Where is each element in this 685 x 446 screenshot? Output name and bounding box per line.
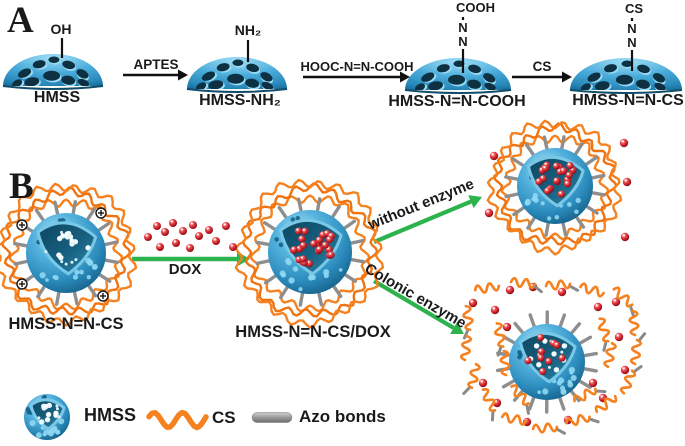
arrow1-label-aptes: APTES [133, 57, 179, 72]
cs-fragment [481, 388, 497, 422]
cs-fragment [531, 422, 567, 435]
cs-fragment [544, 279, 580, 292]
cs-fragment [509, 276, 543, 294]
cs-fragment [473, 282, 501, 294]
dome4-stack-n2: N [627, 35, 637, 50]
cs-fragment [494, 322, 506, 357]
dox-molecules [144, 219, 237, 252]
cs-fragment [579, 282, 605, 298]
cs-fragments [459, 276, 647, 435]
legend-azo-bonds-label: Azo bonds [299, 407, 386, 426]
panel-a-label: A [7, 0, 34, 41]
dome4-name: HMSS-N=N-CS [572, 92, 684, 109]
left-particle-name: HMSS-N=N-CS [8, 315, 124, 333]
cs-fragment [462, 304, 474, 340]
hmss-dome [186, 57, 288, 93]
dome2-group-nh2: NH₂ [234, 22, 262, 38]
dome3-name: HMSS-N=N-COOH [388, 93, 526, 110]
loaded-particle-name: HMSS-N=N-CS/DOX [235, 323, 391, 341]
hmss-dome [569, 58, 683, 94]
cs-fragment [597, 317, 611, 352]
aptes-arrow [123, 69, 188, 81]
without-enzyme-arrow [373, 195, 482, 244]
cs-fragment [573, 387, 607, 403]
legend-cs-label: CS [212, 408, 236, 427]
dome3-stack-cooh: COOH [456, 0, 495, 15]
legend-hmss-sphere [24, 394, 70, 440]
dome4-stack-n1: N [627, 21, 637, 36]
cs-fragment [603, 341, 617, 369]
dome3-stack-n1: N [458, 20, 468, 35]
hmss-dome [2, 54, 104, 90]
arrow2-label-hooc: HOOC-N=N-COOH [300, 59, 414, 74]
particle-hmss-cs [0, 182, 138, 327]
dome2-name: HMSS-NH₂ [199, 92, 281, 109]
particle-intact-without-enzyme [486, 119, 623, 256]
dome4-stack-cs: CS [625, 1, 644, 16]
cs-fragment [510, 384, 530, 415]
colonic-enzyme-arrow [372, 279, 464, 334]
arrow3-label-cs: CS [532, 59, 552, 74]
legend [24, 394, 293, 440]
particle-hmss-cs-dox [234, 178, 385, 329]
plus-charge-icon [95, 207, 107, 219]
panel-b-label: B [9, 166, 34, 207]
cs-fragment [565, 414, 600, 426]
dome1-group-oh: OH [50, 21, 72, 37]
cs-fragment [594, 394, 618, 414]
dox-arrow-label: DOX [168, 261, 202, 278]
cs-fragment [459, 334, 473, 362]
cs-fragment [628, 309, 640, 337]
cs-fragment [629, 332, 647, 366]
plus-charge-icon [97, 290, 109, 302]
legend-azo-rod-icon [251, 412, 293, 423]
dome3-stack-n2: N [458, 34, 468, 49]
legend-cs-squiggle-icon [146, 409, 209, 431]
cs-fragment [619, 365, 643, 395]
azo-linker-arrow [303, 71, 410, 83]
cs-fragment [500, 412, 528, 426]
hmss-dome [404, 58, 512, 94]
plus-charge-icon [16, 219, 28, 231]
cs-fragment [462, 362, 481, 395]
particle-degraded-colonic-enzyme [496, 310, 598, 414]
plus-charge-icon [16, 278, 28, 290]
dome1-name: HMSS [33, 89, 81, 106]
legend-hmss-label: HMSS [84, 405, 137, 425]
cs-fragment [499, 349, 511, 377]
cs-graft-arrow [512, 71, 572, 83]
